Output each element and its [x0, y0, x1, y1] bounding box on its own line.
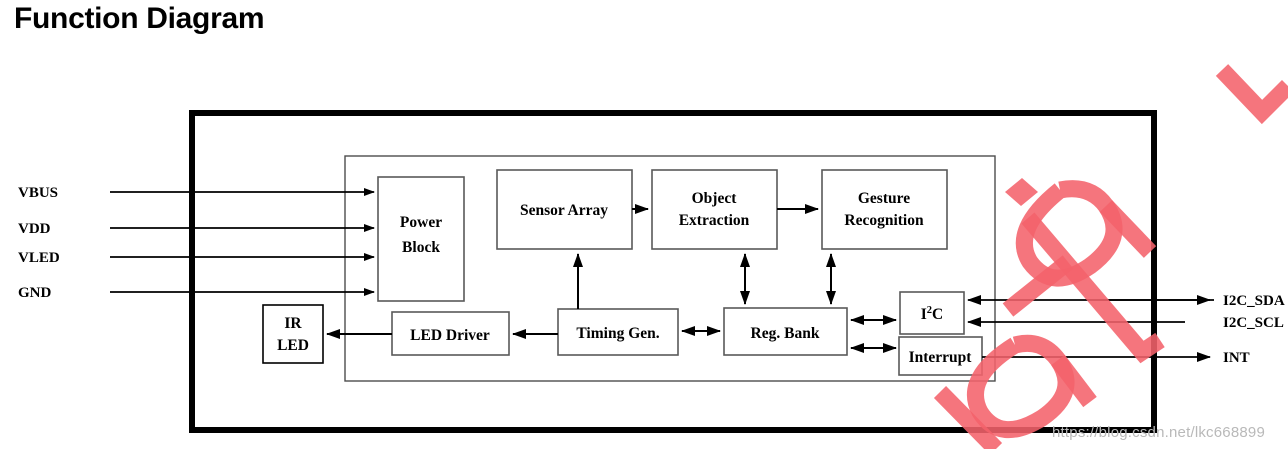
- block-reg-bank: [723, 307, 848, 356]
- block-sensor-array: [496, 169, 633, 250]
- block-ir-led-label-line2: LED: [277, 337, 309, 354]
- block-timing-gen: [557, 308, 679, 356]
- block-interrupt: [898, 336, 983, 376]
- block-i2c-label-suffix: C: [932, 306, 943, 323]
- block-gesture-recognition-label-line2: Recognition: [844, 212, 924, 229]
- block-sensor-array-label: Sensor Array: [520, 202, 608, 219]
- page-title: Function Diagram: [14, 2, 265, 35]
- pin-label-i2c-sda: I2C_SDA: [1223, 293, 1285, 309]
- pin-label-i2c-scl: I2C_SCL: [1223, 315, 1284, 331]
- block-gesture-recognition-label-line1: Gesture: [858, 190, 910, 207]
- confidential-watermark: [933, 64, 1288, 449]
- pin-label-int: INT: [1223, 350, 1250, 366]
- block-object-extraction: [651, 169, 778, 250]
- block-timing-gen-label: Timing Gen.: [576, 325, 659, 342]
- block-object-extraction-label-line1: Object: [692, 190, 738, 207]
- block-i2c-label-superscript: 2: [927, 305, 932, 316]
- block-ir-led: [262, 304, 324, 364]
- pin-label-vled: VLED: [18, 250, 60, 266]
- block-i2c: [899, 291, 965, 335]
- watermark-url: https://blog.csdn.net/lkc668899: [1052, 424, 1265, 441]
- block-interrupt-label: Interrupt: [909, 349, 973, 366]
- block-power-block-label-line1: Power: [400, 214, 442, 231]
- block-led-driver-label: LED Driver: [410, 327, 490, 344]
- pin-label-vdd: VDD: [18, 221, 51, 237]
- block-gesture-recognition: [821, 169, 948, 250]
- pin-label-gnd: GND: [18, 285, 52, 301]
- pin-label-vbus: VBUS: [18, 185, 58, 201]
- block-power-block-label-line2: Block: [402, 239, 440, 256]
- block-ir-led-label-line1: IR: [284, 315, 302, 332]
- device-boundary-frame: [189, 110, 1157, 433]
- block-i2c-label-prefix: I: [921, 306, 927, 323]
- block-object-extraction-label-line2: Extraction: [679, 212, 750, 229]
- block-i2c-label: I2C: [921, 305, 944, 323]
- core-boundary-frame: [344, 155, 996, 382]
- block-reg-bank-label: Reg. Bank: [751, 325, 820, 342]
- block-power-block: [377, 176, 465, 302]
